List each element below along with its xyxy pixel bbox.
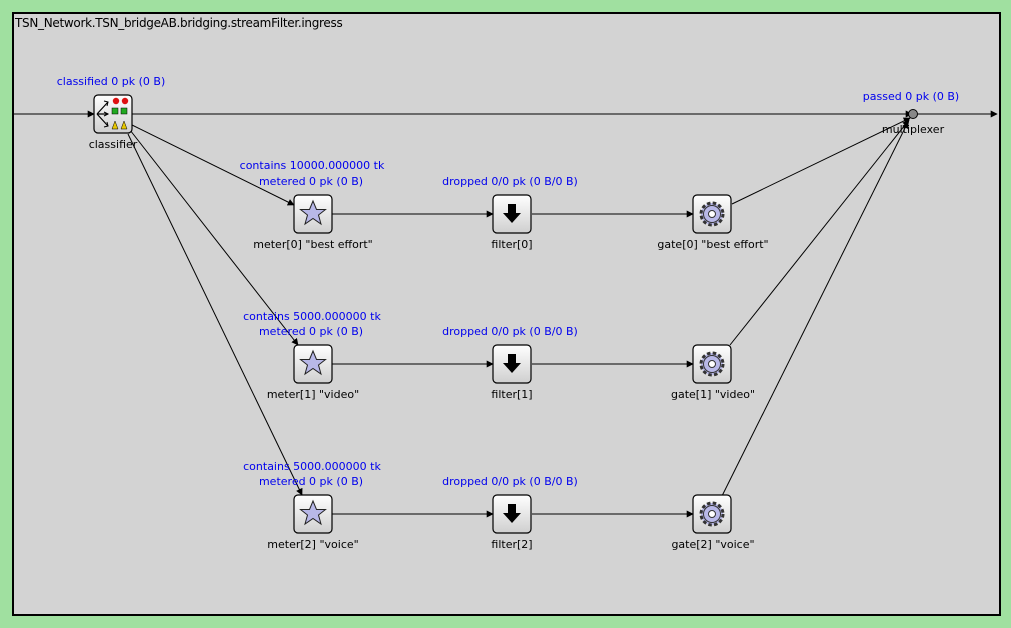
conn-gate2-multiplexer [721, 121, 909, 497]
multiplexer-module[interactable]: passed 0 pk (0 B) multiplexer [863, 90, 959, 136]
meter-2-stat-line2: metered 0 pk (0 B) [259, 475, 363, 488]
connections [14, 110, 998, 518]
multiplexer-stat: passed 0 pk (0 B) [863, 90, 959, 103]
meter-1-stat-line2: metered 0 pk (0 B) [259, 325, 363, 338]
filter-1-module[interactable]: dropped 0/0 pk (0 B/0 B) filter[1] [442, 325, 578, 401]
multiplexer-label: multiplexer [882, 123, 945, 136]
filter-0-label: filter[0] [491, 238, 532, 251]
meter-0-module[interactable]: contains 10000.000000 tk metered 0 pk (0… [240, 159, 385, 251]
meter-1-label: meter[1] "video" [267, 388, 359, 401]
gear-icon [699, 351, 725, 377]
gate-0-module[interactable]: gate[0] "best effort" [657, 194, 769, 251]
meter-0-stat-line1: contains 10000.000000 tk [240, 159, 385, 172]
classifier-stat: classified 0 pk (0 B) [57, 75, 166, 88]
filter-1-label: filter[1] [491, 388, 532, 401]
filter-1-stat: dropped 0/0 pk (0 B/0 B) [442, 325, 578, 338]
down-arrow-icon [503, 354, 521, 373]
gate-1-module[interactable]: gate[1] "video" [671, 344, 755, 401]
gate-0-label: gate[0] "best effort" [657, 238, 768, 251]
conn-gate0-multiplexer [731, 117, 911, 205]
gate-1-label: gate[1] "video" [671, 388, 755, 401]
star-icon [299, 349, 327, 376]
gate-2-label: gate[2] "voice" [671, 538, 754, 551]
meter-1-stat-line1: contains 5000.000000 tk [243, 310, 381, 323]
star-icon [299, 199, 327, 226]
gate-2-module[interactable]: gate[2] "voice" [671, 494, 755, 551]
classifier-label: classifier [89, 138, 138, 151]
conn-classifier-meter0 [129, 123, 295, 206]
meter-2-label: meter[2] "voice" [267, 538, 358, 551]
filter-0-module[interactable]: dropped 0/0 pk (0 B/0 B) filter[0] [442, 175, 578, 251]
star-icon [299, 499, 327, 526]
filter-0-stat: dropped 0/0 pk (0 B/0 B) [442, 175, 578, 188]
conn-gate1-multiplexer [729, 119, 910, 346]
meter-1-module[interactable]: contains 5000.000000 tk metered 0 pk (0 … [243, 310, 381, 401]
gear-icon [699, 501, 725, 527]
down-arrow-icon [503, 504, 521, 523]
down-arrow-icon [503, 204, 521, 223]
meter-2-module[interactable]: contains 5000.000000 tk metered 0 pk (0 … [243, 460, 381, 551]
meter-0-stat-line2: metered 0 pk (0 B) [259, 175, 363, 188]
classifier-icon [96, 97, 129, 130]
meter-0-label: meter[0] "best effort" [253, 238, 373, 251]
conn-classifier-meter2 [127, 133, 303, 496]
conn-classifier-meter1 [129, 129, 299, 346]
filter-2-stat: dropped 0/0 pk (0 B/0 B) [442, 475, 578, 488]
classifier-module[interactable]: classified 0 pk (0 B) classifier [57, 75, 166, 151]
filter-2-module[interactable]: dropped 0/0 pk (0 B/0 B) filter[2] [442, 475, 578, 551]
meter-2-stat-line1: contains 5000.000000 tk [243, 460, 381, 473]
filter-2-label: filter[2] [491, 538, 532, 551]
gear-icon [699, 201, 725, 227]
module-path-title: TSN_Network.TSN_bridgeAB.bridging.stream… [15, 16, 343, 30]
